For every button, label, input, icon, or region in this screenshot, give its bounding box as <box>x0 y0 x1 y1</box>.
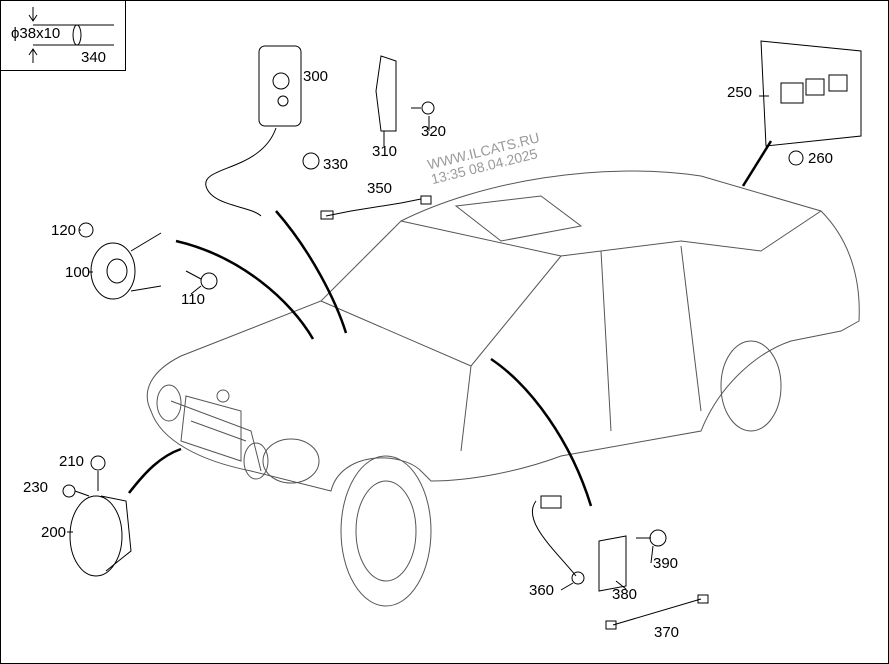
part-label-120[interactable]: 120 <box>51 222 77 239</box>
part-label-310[interactable]: 310 <box>372 143 398 160</box>
part-label-350[interactable]: 350 <box>367 180 393 197</box>
part-sketches <box>62 40 862 630</box>
part-200-sketch <box>69 495 123 577</box>
legend-part-number: 340 <box>81 49 107 66</box>
part-label-390[interactable]: 390 <box>653 555 679 572</box>
part-label-200[interactable]: 200 <box>41 524 67 541</box>
dimension-arrows-icon <box>28 7 114 63</box>
part-label-330[interactable]: 330 <box>323 156 349 173</box>
pointer-arrows <box>128 140 773 507</box>
dimension-label: ϕ38x10 <box>11 25 61 42</box>
dimension-legend: ϕ38x10 340 <box>1 1 126 71</box>
part-250-sketch <box>760 40 862 147</box>
part-label-380[interactable]: 380 <box>612 586 638 603</box>
part-label-100[interactable]: 100 <box>65 264 91 281</box>
car-outline <box>146 170 860 607</box>
part-label-110[interactable]: 110 <box>181 291 205 308</box>
part-label-320[interactable]: 320 <box>421 123 447 140</box>
part-label-250[interactable]: 250 <box>727 84 753 101</box>
part-label-360[interactable]: 360 <box>529 582 555 599</box>
part-300-sketch <box>258 45 302 127</box>
part-label-210[interactable]: 210 <box>59 453 85 470</box>
part-360-sketch <box>531 500 577 577</box>
part-310-sketch <box>375 55 397 132</box>
part-label-370[interactable]: 370 <box>654 624 680 641</box>
part-100-sketch <box>90 242 136 300</box>
part-label-300[interactable]: 300 <box>303 68 329 85</box>
part-label-260[interactable]: 260 <box>808 150 834 167</box>
part-label-230[interactable]: 230 <box>23 479 49 496</box>
part-380-sketch <box>598 535 627 592</box>
